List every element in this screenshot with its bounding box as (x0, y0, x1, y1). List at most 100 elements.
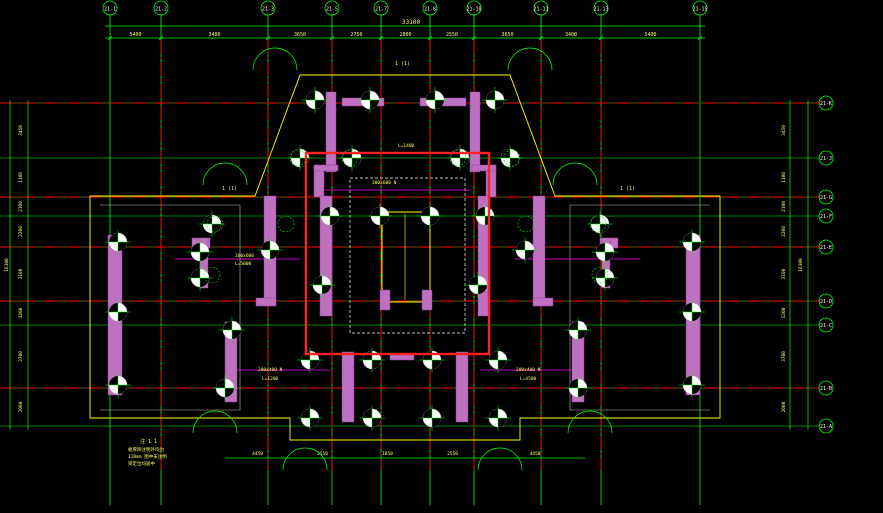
column-symbol (287, 145, 313, 171)
column-symbol (592, 265, 618, 291)
column-quadrant (109, 303, 118, 312)
column-quadrant (423, 351, 432, 360)
column-symbol (219, 317, 245, 343)
section-arc (252, 47, 298, 71)
dimension-text: 3650 (294, 32, 306, 38)
axis-bubble (692, 0, 708, 16)
top-total-dim: 33100 (402, 19, 420, 26)
column-symbol (419, 347, 445, 373)
column-quadrant (261, 241, 270, 250)
dimension-tick (598, 35, 604, 41)
axis-label: 21-J (820, 156, 832, 162)
beam-label: L=1200 (262, 376, 279, 382)
column-quadrant (421, 207, 430, 216)
column-quadrant (203, 215, 212, 224)
axis-label: 21-15 (692, 7, 707, 13)
column-quadrant (223, 321, 232, 330)
column-quadrant (498, 418, 507, 427)
beam-label: 1 (1) (620, 186, 635, 192)
column-quadrant (118, 385, 127, 394)
column-quadrant (569, 321, 578, 330)
dimension-text: 1100 (18, 172, 24, 183)
column-quadrant (683, 233, 692, 242)
beam-label: L=1400 (398, 143, 415, 149)
column-quadrant (200, 252, 209, 261)
dimension-text: 3450 (781, 125, 787, 136)
beam-label: 1 (1) (222, 186, 237, 192)
column-quadrant (118, 312, 127, 321)
dimension-text: 1850 (382, 451, 393, 457)
column-symbol (592, 239, 618, 265)
beam-label: 200x400 N (258, 367, 283, 373)
axis-label: 21-C (820, 323, 832, 329)
column-symbol (187, 265, 213, 291)
column-quadrant (291, 149, 300, 158)
column-symbol (565, 375, 591, 401)
column-quadrant (310, 418, 319, 427)
section-arc (552, 162, 598, 186)
column-quadrant (322, 285, 331, 294)
column-quadrant (361, 91, 370, 100)
dimension-text: 2750 (350, 32, 362, 38)
column-symbol (679, 372, 705, 398)
column-symbol (419, 405, 445, 431)
column-quadrant (109, 233, 118, 242)
column-marker (203, 266, 221, 284)
axis-label: 21-K (820, 101, 832, 107)
axis-label: 21-3 (262, 7, 274, 13)
axis-bubble (373, 0, 389, 16)
column-marker (517, 215, 535, 233)
column-symbol (417, 203, 443, 229)
column-quadrant (370, 100, 379, 109)
column-quadrant (510, 158, 519, 167)
slab-edge (569, 204, 710, 411)
column-marker (449, 149, 467, 167)
axis-bubble (818, 317, 834, 333)
section-arc (202, 162, 248, 186)
axis-bubble (818, 208, 834, 224)
axis-bubble (533, 0, 549, 16)
axis-label: 21-8 (424, 7, 436, 13)
column-quadrant (489, 351, 498, 360)
dimension-text: 2550 (447, 451, 458, 457)
notes-line: 120mm 图中未注明 (128, 453, 167, 460)
column-symbol (422, 87, 448, 113)
column-quadrant (191, 269, 200, 278)
column-quadrant (363, 351, 372, 360)
shear-wall (379, 289, 391, 311)
axis-label: 21-B (820, 386, 832, 392)
selection-highlight[interactable] (304, 151, 491, 356)
slab-edge (100, 204, 241, 411)
axis-bubble (818, 189, 834, 205)
column-quadrant (212, 224, 221, 233)
dimension-text: 2550 (317, 451, 328, 457)
column-symbol (212, 375, 238, 401)
beam-label: 200x400 N (516, 367, 541, 373)
column-marker (591, 266, 609, 284)
dimension-tick (427, 35, 433, 41)
column-symbol (679, 229, 705, 255)
dimension-text: 2200 (781, 226, 787, 237)
axis-bubble (466, 0, 482, 16)
dimension-tick (265, 35, 271, 41)
column-symbol (679, 299, 705, 325)
column-symbol (357, 87, 383, 113)
selection-rectangle[interactable] (304, 151, 491, 356)
axis-label: 21-D (820, 299, 832, 305)
dimension-text: 1200 (781, 307, 787, 318)
shear-wall (532, 195, 546, 307)
floor-outline (89, 47, 721, 471)
column-symbol (485, 347, 511, 373)
column-symbol (105, 299, 131, 325)
beam-label: 300x600 (235, 253, 254, 259)
column-symbol (472, 203, 498, 229)
column-symbol (339, 145, 365, 171)
shear-wall (255, 297, 277, 307)
column-quadrant (469, 276, 478, 285)
dashed-opening (349, 177, 466, 334)
column-quadrant (363, 409, 372, 418)
column-marker (206, 215, 224, 233)
shear-wall (532, 297, 554, 307)
beam-label: L=4500 (520, 376, 537, 382)
